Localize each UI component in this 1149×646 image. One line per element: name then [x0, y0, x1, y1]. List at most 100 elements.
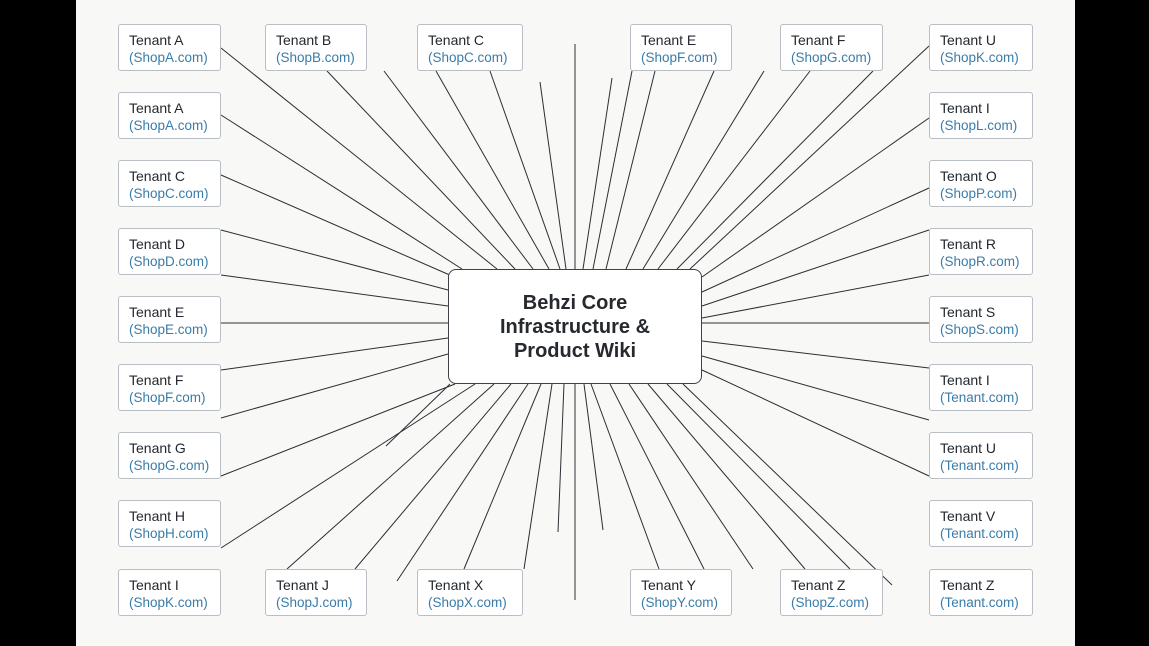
tenant-name: Tenant I	[940, 372, 990, 388]
connector-line	[609, 383, 705, 570]
tenant-node[interactable]: Tenant B (ShopB.com)	[265, 24, 367, 71]
tenant-node[interactable]: Tenant I (ShopL.com)	[929, 92, 1033, 139]
tenant-node[interactable]: Tenant Y (ShopY.com)	[630, 569, 732, 616]
tenant-domain: (ShopH.com)	[129, 526, 209, 541]
tenant-domain: (ShopP.com)	[940, 186, 1018, 201]
tenant-domain: (ShopZ.com)	[791, 595, 870, 610]
tenant-node[interactable]: Tenant C (ShopC.com)	[118, 160, 221, 207]
connector-line	[220, 174, 453, 277]
tenant-domain: (Tenant.com)	[940, 390, 1019, 405]
tenant-domain: (Tenant.com)	[940, 526, 1019, 541]
tenant-node[interactable]: Tenant O (ShopP.com)	[929, 160, 1033, 207]
tenant-node[interactable]: Tenant H (ShopH.com)	[118, 500, 221, 547]
connector-line	[220, 383, 476, 549]
tenant-domain: (ShopD.com)	[129, 254, 209, 269]
tenant-node[interactable]: Tenant I (Tenant.com)	[929, 364, 1033, 411]
tenant-name: Tenant Z	[791, 577, 846, 593]
connector-line	[701, 355, 930, 421]
tenant-node[interactable]: Tenant V (Tenant.com)	[929, 500, 1033, 547]
tenant-domain: (ShopR.com)	[940, 254, 1020, 269]
tenant-node[interactable]: Tenant S (ShopS.com)	[929, 296, 1033, 343]
tenant-name: Tenant G	[129, 440, 186, 456]
connector-line	[701, 340, 930, 369]
tenant-name: Tenant F	[791, 32, 846, 48]
tenant-node[interactable]: Tenant U (ShopK.com)	[929, 24, 1033, 71]
connector-line	[701, 369, 930, 477]
tenant-name: Tenant Z	[940, 577, 995, 593]
connector-line	[220, 229, 449, 291]
tenant-name: Tenant D	[129, 236, 186, 252]
connector-line	[435, 70, 550, 270]
connector-line	[647, 383, 806, 570]
connector-line	[701, 187, 930, 293]
tenant-node[interactable]: Tenant I (ShopK.com)	[118, 569, 221, 616]
connector-line	[582, 77, 613, 270]
tenant-name: Tenant A	[129, 100, 184, 116]
connector-line	[583, 383, 604, 531]
connector-line	[557, 383, 565, 533]
tenant-node[interactable]: Tenant Z (Tenant.com)	[929, 569, 1033, 616]
connector-line	[689, 45, 930, 270]
tenant-node[interactable]: Tenant F (ShopG.com)	[780, 24, 883, 71]
connector-line	[383, 70, 534, 270]
tenant-name: Tenant J	[276, 577, 329, 593]
tenant-node[interactable]: Tenant R (ShopR.com)	[929, 228, 1033, 275]
hub-title-line: Infrastructure &	[499, 315, 651, 338]
tenant-name: Tenant H	[129, 508, 186, 524]
tenant-name: Tenant E	[129, 304, 185, 320]
tenant-domain: (ShopB.com)	[276, 50, 355, 65]
hub-title-line: Product Wiki	[513, 339, 637, 362]
connector-line	[628, 383, 754, 570]
tenant-node[interactable]: Tenant Z (ShopZ.com)	[780, 569, 883, 616]
tenant-name: Tenant I	[129, 577, 179, 593]
connector-line	[701, 117, 930, 278]
tenant-name: Tenant U	[940, 32, 997, 48]
hub-title-line: Behzi Core	[522, 291, 628, 314]
tenant-node[interactable]: Tenant U (Tenant.com)	[929, 432, 1033, 479]
core-hub-node[interactable]: Behzi Core Infrastructure & Product Wiki	[448, 269, 702, 384]
tenant-domain: (ShopK.com)	[940, 50, 1019, 65]
tenant-node[interactable]: Tenant E (ShopE.com)	[118, 296, 221, 343]
connector-line	[220, 353, 449, 419]
tenant-node[interactable]: Tenant A (ShopA.com)	[118, 92, 221, 139]
connector-line	[666, 383, 851, 570]
tenant-node[interactable]: Tenant D (ShopD.com)	[118, 228, 221, 275]
hub-title: Behzi Core Infrastructure & Product Wiki	[500, 291, 650, 363]
connector-line	[220, 47, 498, 270]
connector-line	[396, 383, 529, 582]
tenant-name: Tenant S	[940, 304, 996, 320]
tenant-node[interactable]: Tenant A (ShopA.com)	[118, 24, 221, 71]
connector-line	[354, 383, 512, 570]
tenant-domain: (ShopF.com)	[641, 50, 718, 65]
tenant-name: Tenant I	[940, 100, 990, 116]
tenant-domain: (ShopS.com)	[940, 322, 1019, 337]
tenant-domain: (ShopF.com)	[129, 390, 206, 405]
tenant-domain: (ShopA.com)	[129, 50, 208, 65]
tenant-node[interactable]: Tenant C (ShopC.com)	[417, 24, 523, 71]
tenant-domain: (Tenant.com)	[940, 458, 1019, 473]
tenant-name: Tenant F	[129, 372, 184, 388]
connector-line	[489, 70, 561, 270]
tenant-node[interactable]: Tenant J (ShopJ.com)	[265, 569, 367, 616]
tenant-name: Tenant Y	[641, 577, 697, 593]
connector-line	[605, 70, 656, 270]
tenant-node[interactable]: Tenant G (ShopG.com)	[118, 432, 221, 479]
connector-line	[220, 114, 463, 270]
tenant-domain: (ShopL.com)	[940, 118, 1018, 133]
tenant-domain: (ShopJ.com)	[276, 595, 353, 610]
tenant-domain: (ShopK.com)	[129, 595, 208, 610]
connector-line	[523, 383, 553, 570]
tenant-node[interactable]: Tenant X (ShopX.com)	[417, 569, 523, 616]
connector-line	[625, 70, 715, 270]
tenant-node[interactable]: Tenant F (ShopF.com)	[118, 364, 221, 411]
connector-line	[220, 337, 449, 371]
tenant-name: Tenant A	[129, 32, 184, 48]
connector-line	[326, 70, 516, 270]
connector-line	[676, 70, 874, 270]
connector-line	[682, 383, 893, 586]
connector-line	[701, 274, 930, 319]
tenant-domain: (ShopA.com)	[129, 118, 208, 133]
tenant-name: Tenant R	[940, 236, 997, 252]
tenant-node[interactable]: Tenant E (ShopF.com)	[630, 24, 732, 71]
